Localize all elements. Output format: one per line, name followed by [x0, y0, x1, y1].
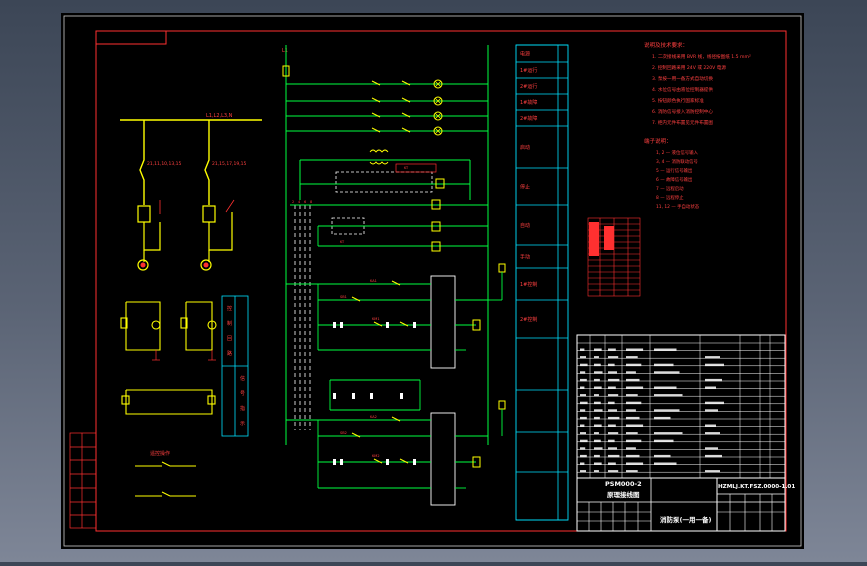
svg-text:控: 控 — [227, 305, 232, 312]
legend-item: 1#运行 — [520, 67, 537, 74]
legend-item: 停止 — [520, 184, 530, 191]
svg-text:路: 路 — [227, 350, 232, 357]
terminal-note-line: 6 — 故障信号输出 — [656, 176, 692, 183]
legend-item: 2#故障 — [520, 115, 537, 122]
pump-motor-2-icon — [200, 259, 212, 271]
terminal-note-line: 3, 4 — 消防联动信号 — [656, 158, 699, 165]
svg-text:制: 制 — [227, 320, 232, 327]
svg-text:指: 指 — [240, 405, 245, 412]
indicator-lamp-icon — [433, 96, 443, 106]
svg-text:2: 2 — [292, 200, 294, 204]
device-name: 消防泵(一用一备) — [660, 515, 711, 524]
drawing-border — [95, 30, 787, 532]
legend-item: 1#控制 — [520, 281, 537, 288]
left-breaker-tag: 21,11,10,13,15 — [147, 161, 181, 167]
svg-text:KA2: KA2 — [370, 415, 377, 419]
legend-item: 手动 — [520, 254, 530, 261]
svg-text:6: 6 — [304, 200, 306, 204]
remote-section-label: 遥控操作 — [150, 450, 170, 457]
legend-item: 1#故障 — [520, 99, 537, 106]
control-fuse-icon — [282, 65, 290, 77]
note-line: 5. 按钮颜色执行国家标准 — [652, 97, 704, 104]
legend-item: 2#运行 — [520, 83, 537, 90]
l1-label: L1 — [282, 48, 288, 54]
busbar-label: L1,L2,L3,N — [206, 113, 233, 119]
controller-block-2 — [430, 412, 456, 506]
drawing-sheet — [61, 13, 804, 549]
drawing-title: 原理接线图 — [607, 490, 640, 499]
svg-text:信: 信 — [240, 375, 245, 382]
main-power-circuit: L1,L2,L3,N 21,11,10,13,15 21,15,17,19,15 — [120, 113, 262, 271]
svg-text:回: 回 — [227, 336, 232, 342]
drawing-number: HZMLJ.KT.FSZ.0000-1.01 — [718, 484, 795, 490]
note-line: 2. 控制回路采用 24V 或 220V 电源 — [652, 64, 726, 71]
svg-text:KM1: KM1 — [372, 317, 380, 321]
legend-item: 启动 — [520, 144, 530, 151]
legend-item: 2#控制 — [520, 316, 537, 323]
left-legend-strip — [221, 295, 249, 437]
indicator-lamp-icon — [433, 126, 443, 136]
svg-text:4: 4 — [298, 200, 301, 204]
note-line: 6. 消防信号接入消防控制中心 — [652, 108, 713, 115]
indicator-lamp-rows — [286, 79, 488, 136]
svg-text:SB2: SB2 — [340, 431, 347, 435]
pump-motor-1-icon — [137, 259, 149, 271]
control-circuit: L1 — [282, 45, 506, 506]
svg-text:号: 号 — [240, 391, 245, 397]
svg-text:KT: KT — [404, 166, 409, 170]
note-line: 3. 泵按一用一备方式自动切换 — [652, 75, 713, 82]
left-side-table — [69, 432, 97, 529]
note-line: 4. 水位信号由液位控制器提供 — [652, 86, 713, 93]
relay-contacts — [351, 280, 409, 464]
terminal-notes-title: 端子说明： — [644, 137, 672, 145]
svg-text:KA1: KA1 — [370, 279, 377, 283]
right-breaker-tag: 21,15,17,19,15 — [212, 161, 246, 167]
svg-text:示: 示 — [240, 421, 245, 427]
terminal-note-line: 7 — 远程启动 — [656, 185, 684, 192]
bom-and-title-block: PSM000-2 原理接线图 HZMLJ.KT.FSZ.0000-1.01 消防… — [576, 334, 795, 532]
notes-title: 说明及技术要求： — [644, 41, 688, 49]
terminal-note-line: 1, 2 — 液位信号输入 — [656, 149, 699, 156]
indicator-lamp-icon — [433, 79, 443, 89]
controller-block-1 — [430, 275, 456, 369]
legend-item: 电源 — [520, 51, 530, 58]
note-line: 1. 二次接线采用 BVR 线，线径按图纸 1.5 mm² — [652, 53, 751, 60]
legend-item: 自动 — [520, 222, 530, 229]
svg-text:8: 8 — [310, 200, 312, 204]
control-transformer-icon — [369, 149, 389, 165]
indicator-lamp-icon — [433, 111, 443, 121]
terminal-note-line: 8 — 远程停止 — [656, 194, 684, 201]
technical-notes: 说明及技术要求： 1. 二次接线采用 BVR 线，线径按图纸 1.5 mm² 2.… — [644, 41, 751, 210]
note-line: 7. 柜内元件布置见元件布置图 — [652, 119, 713, 126]
remote-buttons — [135, 461, 196, 497]
terminal-note-line: 11, 12 — 手自动状态 — [656, 203, 700, 210]
svg-text:KT: KT — [340, 240, 345, 244]
svg-text:KM2: KM2 — [372, 454, 380, 458]
terminal-note-line: 5 — 运行信号输出 — [656, 167, 692, 174]
drawing-code: PSM000-2 — [605, 480, 642, 488]
svg-text:SB1: SB1 — [340, 295, 347, 299]
